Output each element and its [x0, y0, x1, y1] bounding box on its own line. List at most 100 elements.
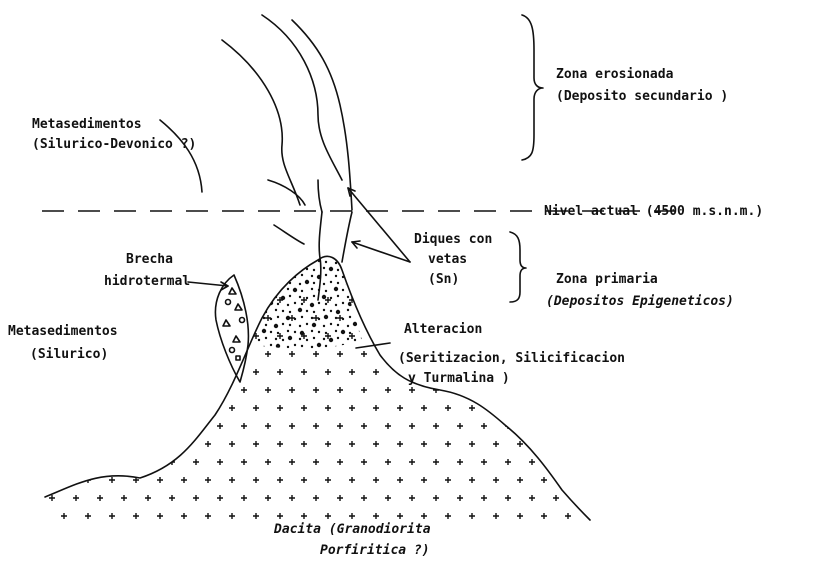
alteration-dot [289, 295, 291, 297]
cross-mark [361, 459, 367, 465]
cross-mark [337, 315, 343, 321]
alteration-dot [323, 283, 325, 285]
cross-mark [37, 369, 43, 375]
alteration-dot [354, 268, 356, 270]
cross-mark [169, 351, 175, 357]
alteration-dot [330, 323, 332, 325]
alteration-dot [361, 337, 363, 339]
alteration-dot [313, 269, 315, 271]
cross-mark [541, 333, 547, 339]
alteration-dot [282, 268, 284, 270]
cross-mark [49, 495, 55, 501]
erosion-curve-3 [292, 20, 352, 210]
alteration-dot [257, 309, 261, 313]
cross-mark [181, 405, 187, 411]
alteration-dot [294, 344, 296, 346]
alteration-dot [275, 267, 277, 269]
cross-mark [445, 477, 451, 483]
alteration-dot [306, 323, 308, 325]
cross-mark [133, 333, 139, 339]
alteration-dot [323, 325, 325, 327]
cross-mark [505, 459, 511, 465]
cross-mark [121, 495, 127, 501]
cross-mark [145, 423, 151, 429]
cross-mark [49, 387, 55, 393]
alteration-dot [313, 337, 315, 339]
cross-mark [517, 513, 523, 519]
alteration-dot [336, 310, 340, 314]
alteration-dot [282, 352, 284, 354]
alteration-dot [287, 346, 289, 348]
cross-mark [253, 477, 259, 483]
alteration-dot [270, 276, 272, 278]
alteration-dot [335, 262, 337, 264]
cross-mark [433, 459, 439, 465]
alteration-dot [287, 330, 289, 332]
alteration-dot [258, 339, 260, 341]
cross-mark [565, 405, 571, 411]
alteration-dot [323, 338, 325, 340]
alteration-dot [299, 283, 301, 285]
intrusion-outline [45, 256, 590, 520]
cross-mark [289, 459, 295, 465]
cross-mark [337, 387, 343, 393]
alteration-dot [318, 318, 320, 320]
cross-mark [169, 315, 175, 321]
cross-mark [109, 513, 115, 519]
alteration-dot [359, 330, 361, 332]
cross-mark [589, 369, 595, 375]
cross-mark [529, 315, 535, 321]
vein-right [342, 212, 352, 262]
cross-mark [277, 441, 283, 447]
alteration-dot [324, 315, 328, 319]
alteration-dot [289, 324, 291, 326]
alteration-dot [306, 268, 308, 270]
cross-mark [505, 387, 511, 393]
pointer-lines [188, 188, 410, 348]
alteration-dot [335, 275, 337, 277]
cross-mark [313, 459, 319, 465]
label-siluro-devonico: (Silurico-Devonico ?) [32, 137, 196, 152]
cross-mark [373, 297, 379, 303]
alteration-dot [311, 288, 313, 290]
cross-mark [445, 405, 451, 411]
cross-mark [37, 405, 43, 411]
alteration-dot [289, 282, 291, 284]
alteration-dot [301, 274, 303, 276]
alteration-dot [301, 345, 303, 347]
cross-mark [85, 297, 91, 303]
erosion-curve-4 [160, 120, 202, 192]
cross-mark [445, 513, 451, 519]
alteration-dot [337, 269, 339, 271]
cross-mark [277, 477, 283, 483]
cross-mark [373, 369, 379, 375]
cross-mark [409, 459, 415, 465]
cross-mark [97, 459, 103, 465]
cross-mark [385, 459, 391, 465]
cross-mark [373, 405, 379, 411]
alteration-dot [277, 316, 279, 318]
cross-mark [157, 477, 163, 483]
alteration-dot [253, 303, 255, 305]
alteration-dot [337, 324, 339, 326]
alteration-dot [265, 337, 267, 339]
cross-mark [121, 315, 127, 321]
cross-mark [517, 333, 523, 339]
cross-mark [589, 333, 595, 339]
erosion-curve-6 [318, 180, 322, 212]
cross-mark [157, 333, 163, 339]
cross-mark [421, 477, 427, 483]
cross-mark [181, 441, 187, 447]
cross-mark [541, 441, 547, 447]
cross-mark [241, 387, 247, 393]
alteration-dot [262, 261, 266, 265]
alteration-dot [312, 323, 316, 327]
cross-mark [409, 315, 415, 321]
cross-mark [85, 441, 91, 447]
alteration-dot [277, 303, 279, 305]
cross-mark [145, 315, 151, 321]
cross-mark [529, 495, 535, 501]
cross-mark [565, 333, 571, 339]
cross-mark [409, 495, 415, 501]
